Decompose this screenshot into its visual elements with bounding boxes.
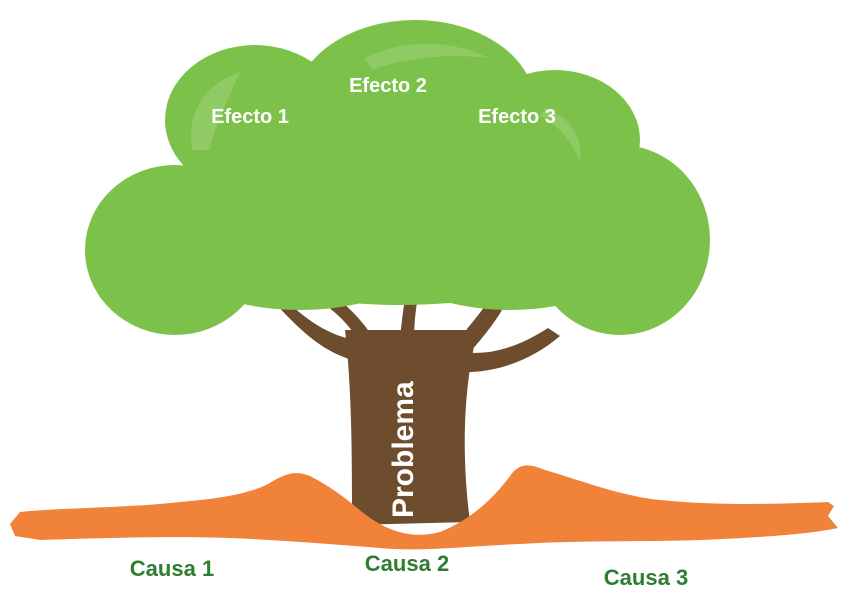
branch-right xyxy=(462,328,560,372)
effect-label-2: Efecto 2 xyxy=(349,75,427,97)
trunk-body xyxy=(345,330,478,525)
canopy-highlights xyxy=(190,43,581,162)
ground-roots xyxy=(10,465,838,550)
causes: Causa 1 Causa 2 Causa 3 xyxy=(130,551,688,590)
cause-label-2: Causa 2 xyxy=(365,551,449,576)
effect-label-3: Efecto 3 xyxy=(478,106,556,128)
effect-label-1: Efecto 1 xyxy=(211,106,289,128)
cause-label-1: Causa 1 xyxy=(130,556,214,581)
effects: Efecto 1 Efecto 2 Efecto 3 xyxy=(211,75,556,128)
cause-label-3: Causa 3 xyxy=(604,565,688,590)
tree-canopy xyxy=(85,20,710,335)
branch-left xyxy=(258,272,356,360)
problem-label: Problema xyxy=(387,381,420,518)
